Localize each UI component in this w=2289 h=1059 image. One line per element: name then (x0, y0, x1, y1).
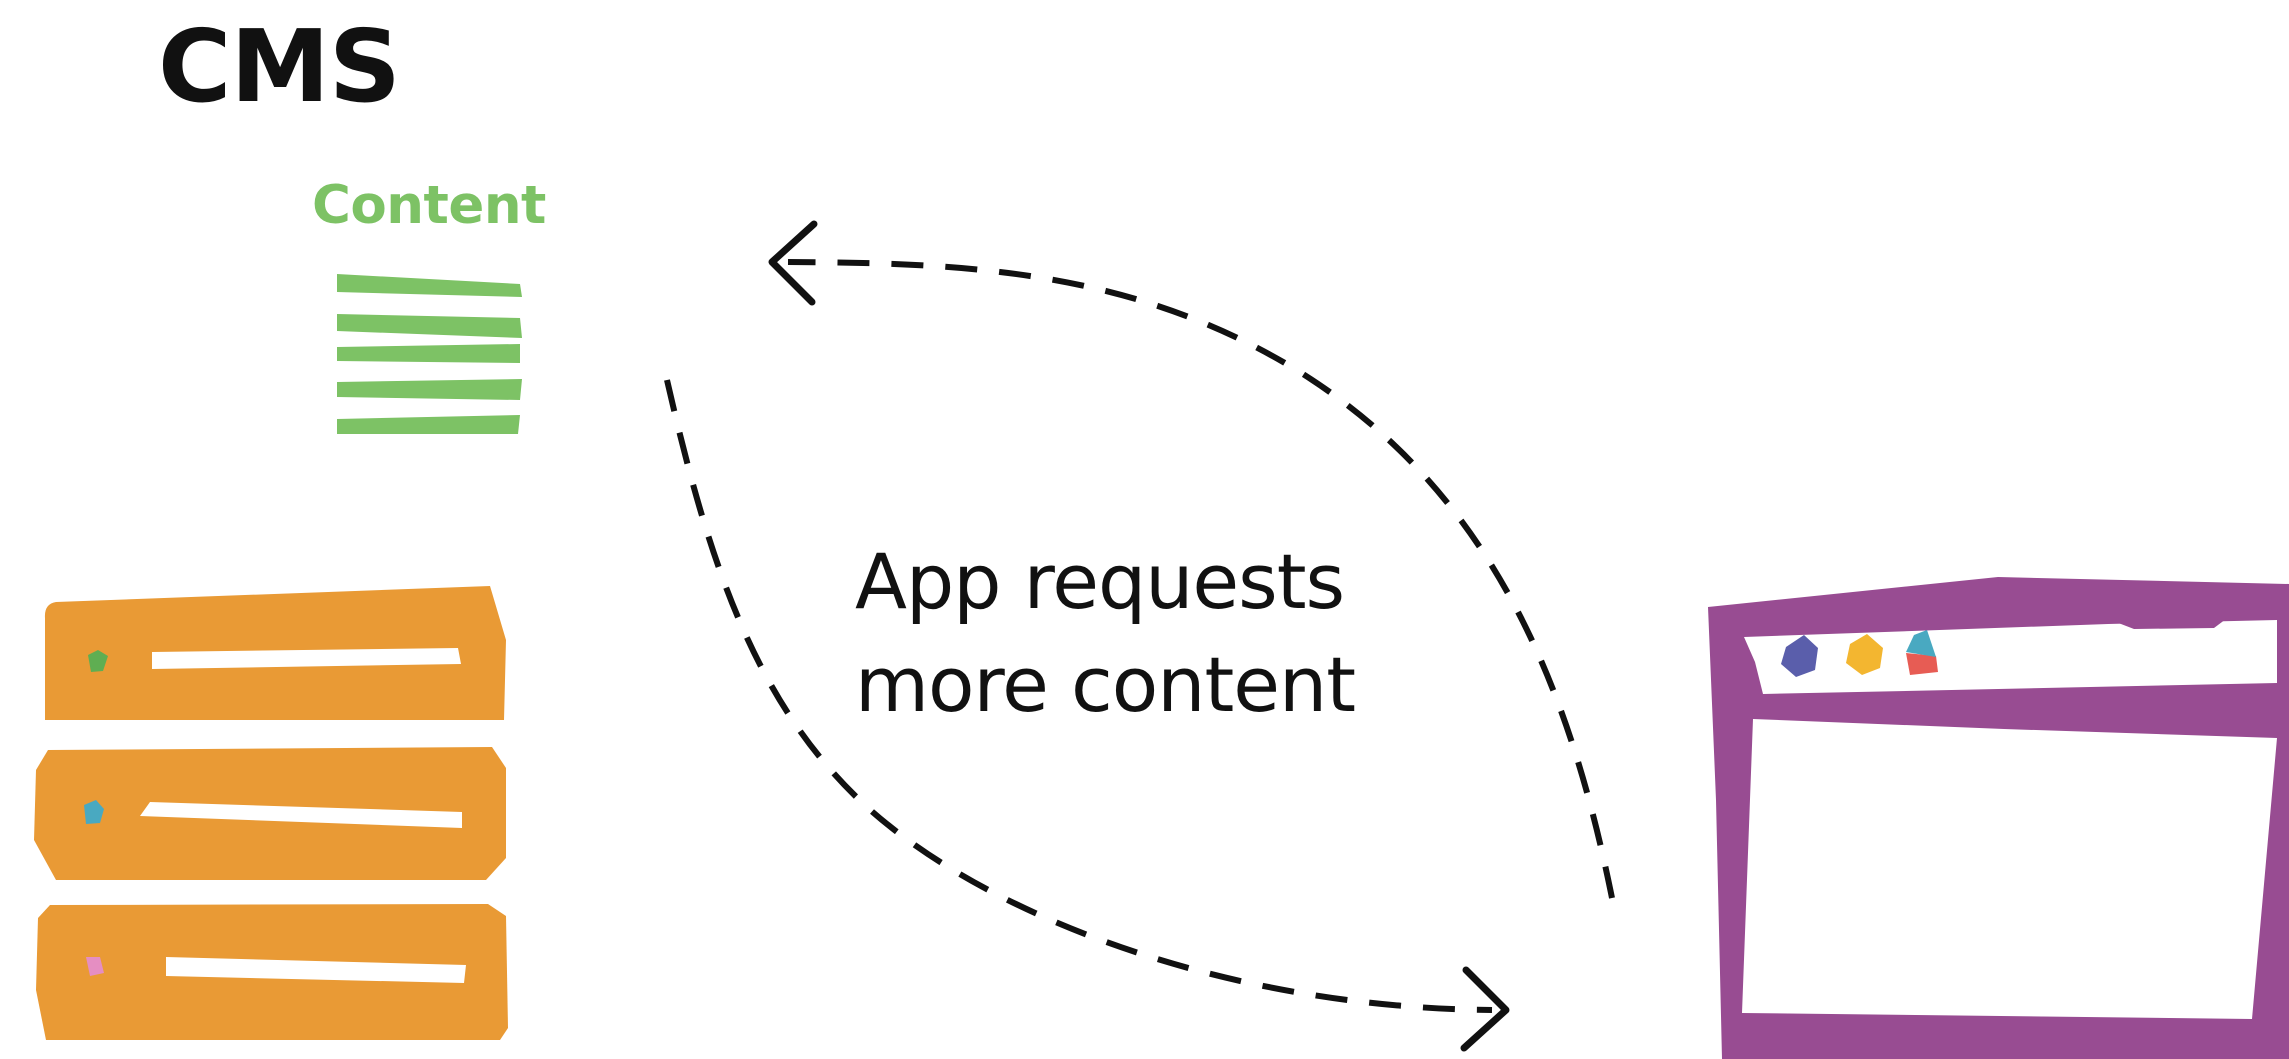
arrow-head-icon (768, 220, 818, 306)
server-slot (152, 648, 461, 669)
content-label: Content (312, 175, 546, 236)
server-unit-2 (34, 747, 506, 880)
arrow-head-icon (1460, 966, 1510, 1052)
content-line (337, 344, 520, 363)
cms-title: CMS (158, 8, 401, 125)
server-stack-icon (34, 586, 508, 1040)
request-caption-line-1: App requests (855, 537, 1345, 626)
browser-dot-yellow (1846, 634, 1883, 675)
content-icon (337, 274, 522, 434)
server-unit-3 (36, 904, 508, 1040)
browser-dot-red (1906, 653, 1938, 675)
request-caption: App requests more content (855, 530, 1356, 736)
request-arrows (664, 220, 1615, 1052)
server-slot (166, 957, 466, 983)
request-caption-line-2: more content (855, 640, 1356, 729)
status-dot (86, 957, 104, 976)
server-slot (140, 802, 462, 828)
browser-tab-notch (2108, 619, 2226, 629)
content-line (337, 314, 522, 338)
browser-content-area (1742, 719, 2277, 1019)
arrow-to-cms (787, 259, 1615, 899)
content-line (337, 274, 522, 297)
browser-dot-blue (1906, 630, 1936, 657)
content-line (337, 415, 520, 434)
browser-tab-bar (1744, 620, 2277, 694)
browser-dot-navy (1781, 635, 1818, 677)
server-unit-1 (44, 586, 507, 720)
status-dot (88, 650, 108, 672)
arrow-to-app (664, 379, 1493, 1013)
browser-window-icon (1708, 577, 2289, 1059)
content-line (337, 379, 522, 400)
status-dot (84, 800, 104, 824)
